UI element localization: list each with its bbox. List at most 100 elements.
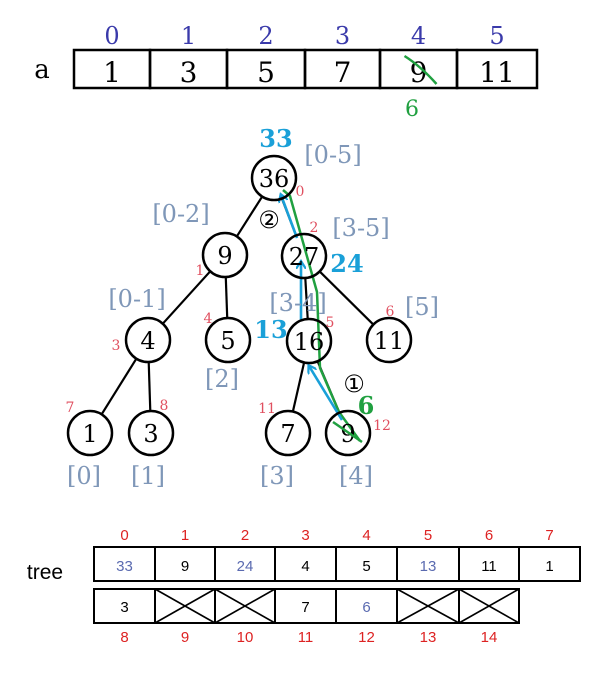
array-value-2: 5	[257, 56, 275, 89]
tree-node-updated-5: 13	[254, 315, 287, 344]
tree-node-index-12: 12	[373, 418, 391, 434]
array-new-value: 6	[405, 97, 419, 122]
tree-node-range-8: [1]	[131, 462, 165, 490]
tree-array-index-14: 14	[481, 629, 498, 646]
tree-edge-0-1	[235, 195, 264, 238]
leaf-strike-mark	[332, 420, 363, 444]
tree-node-circle-11	[264, 409, 312, 457]
tree-node-value-2: 27	[289, 243, 320, 271]
tree-array-index-6: 6	[485, 527, 493, 544]
tree-edge-2-6	[318, 270, 375, 326]
tree-node-index-3: 3	[112, 338, 121, 354]
tree-node-value-12: 9	[340, 420, 355, 448]
tree-node-circle-1	[201, 231, 249, 279]
empty-cell-cross-b-10	[214, 588, 276, 624]
blue-arrow-2-to-0	[281, 195, 299, 239]
tree-node-value-8: 3	[143, 420, 158, 448]
tree-labels: 0[0-5]331[0-2]2[3-5]243[0-1]4[2]5[3-4]13…	[66, 124, 439, 490]
tree-node-index-4: 4	[204, 311, 213, 327]
array-value-1: 3	[180, 56, 198, 89]
tree-node-circle-0	[250, 154, 298, 202]
tree-node-value-6: 11	[374, 327, 405, 355]
tree-array-value-7: 1	[545, 558, 553, 575]
tree-node-value-11: 7	[280, 420, 295, 448]
tree-array-name: tree	[27, 561, 63, 584]
tree-node-circle-4	[204, 316, 252, 364]
tree-edge-2-5	[304, 277, 309, 320]
tree-array-value-0: 33	[116, 558, 133, 575]
tree-edge-1-3	[161, 270, 212, 325]
tree-edge-3-7	[100, 358, 138, 415]
tree-node-index-5: 5	[326, 315, 335, 331]
tree-node-range-1: [0-2]	[152, 200, 209, 228]
blue-arrow-12-to-5	[309, 366, 344, 421]
tree-node-value-5: 16	[294, 328, 325, 356]
step-labels: ②①	[258, 207, 365, 398]
tree-array-index-4: 4	[362, 527, 370, 544]
tree-node-circle-7	[66, 409, 114, 457]
tree-node-circle-12	[324, 409, 372, 457]
tree-node-circle-3	[124, 316, 172, 364]
tree-node-circle-5	[285, 317, 333, 365]
tree-node-range-12: [4]	[339, 462, 373, 490]
tree-array-index-11: 11	[298, 629, 314, 646]
empty-cell-cross-b-13	[396, 588, 460, 624]
tree-node-range-3: [0-1]	[108, 285, 165, 313]
step-label-one: ①	[343, 371, 365, 398]
tree-array-index-8: 8	[120, 629, 128, 646]
tree-node-range-2: [3-5]	[332, 214, 389, 242]
tree-node-updated-0: 33	[259, 124, 292, 153]
tree-array-cell-7	[518, 546, 581, 582]
tree-array-index-9: 9	[181, 629, 189, 646]
tree-node-index-7: 7	[66, 400, 75, 416]
tree-node-range-7: [0]	[67, 462, 101, 490]
tree-array-value-4: 5	[362, 558, 370, 575]
tree-array-index-10: 10	[237, 629, 254, 646]
tree-array-value-12: 6	[362, 599, 370, 616]
tree-node-circle-8	[127, 409, 175, 457]
array-strike-mark	[403, 54, 438, 85]
array-index-3: 3	[335, 22, 350, 50]
tree-node-index-6: 6	[386, 304, 395, 320]
tree-node-index-0: 0	[296, 184, 305, 200]
tree-array-index-0: 0	[120, 527, 128, 544]
tree-node-range-11: [3]	[260, 462, 294, 490]
tree-node-range-0: [0-5]	[304, 141, 361, 169]
tree-node-value-1: 9	[217, 242, 232, 270]
array-index-1: 1	[181, 22, 196, 50]
tree-node-index-11: 11	[258, 401, 276, 417]
tree-array-index-3: 3	[301, 527, 309, 544]
tree-node-circle-2	[280, 232, 328, 280]
tree-node-updated-12: 6	[358, 391, 375, 420]
array-cell-5	[455, 48, 539, 90]
tree-node-value-7: 1	[82, 420, 97, 448]
tree-node-index-1: 1	[196, 263, 205, 279]
tree-array-cell-14	[458, 588, 520, 624]
tree-edge-5-11	[291, 362, 306, 412]
tree-node-range-4: [2]	[205, 365, 239, 393]
tree-array-value-1: 9	[181, 558, 189, 575]
array-name: a	[34, 55, 50, 85]
tree-array-value-6: 11	[481, 558, 497, 575]
array-value-3: 7	[334, 56, 352, 89]
tree-node-updated-2: 24	[330, 249, 363, 278]
tree-array-value-11: 7	[301, 599, 309, 616]
tree-edge-1-4	[224, 276, 229, 319]
empty-cell-cross-b-9	[154, 588, 216, 624]
tree-node-value-4: 5	[220, 327, 235, 355]
tree-node-circle-6	[365, 316, 413, 364]
tree-array-index-7: 7	[545, 527, 553, 544]
tree-node-value-3: 4	[140, 327, 155, 355]
tree-node-index-8: 8	[160, 398, 169, 414]
array-index-2: 2	[258, 22, 273, 50]
empty-cell-cross-b-14	[458, 588, 520, 624]
tree-array-value-8: 3	[120, 599, 128, 616]
